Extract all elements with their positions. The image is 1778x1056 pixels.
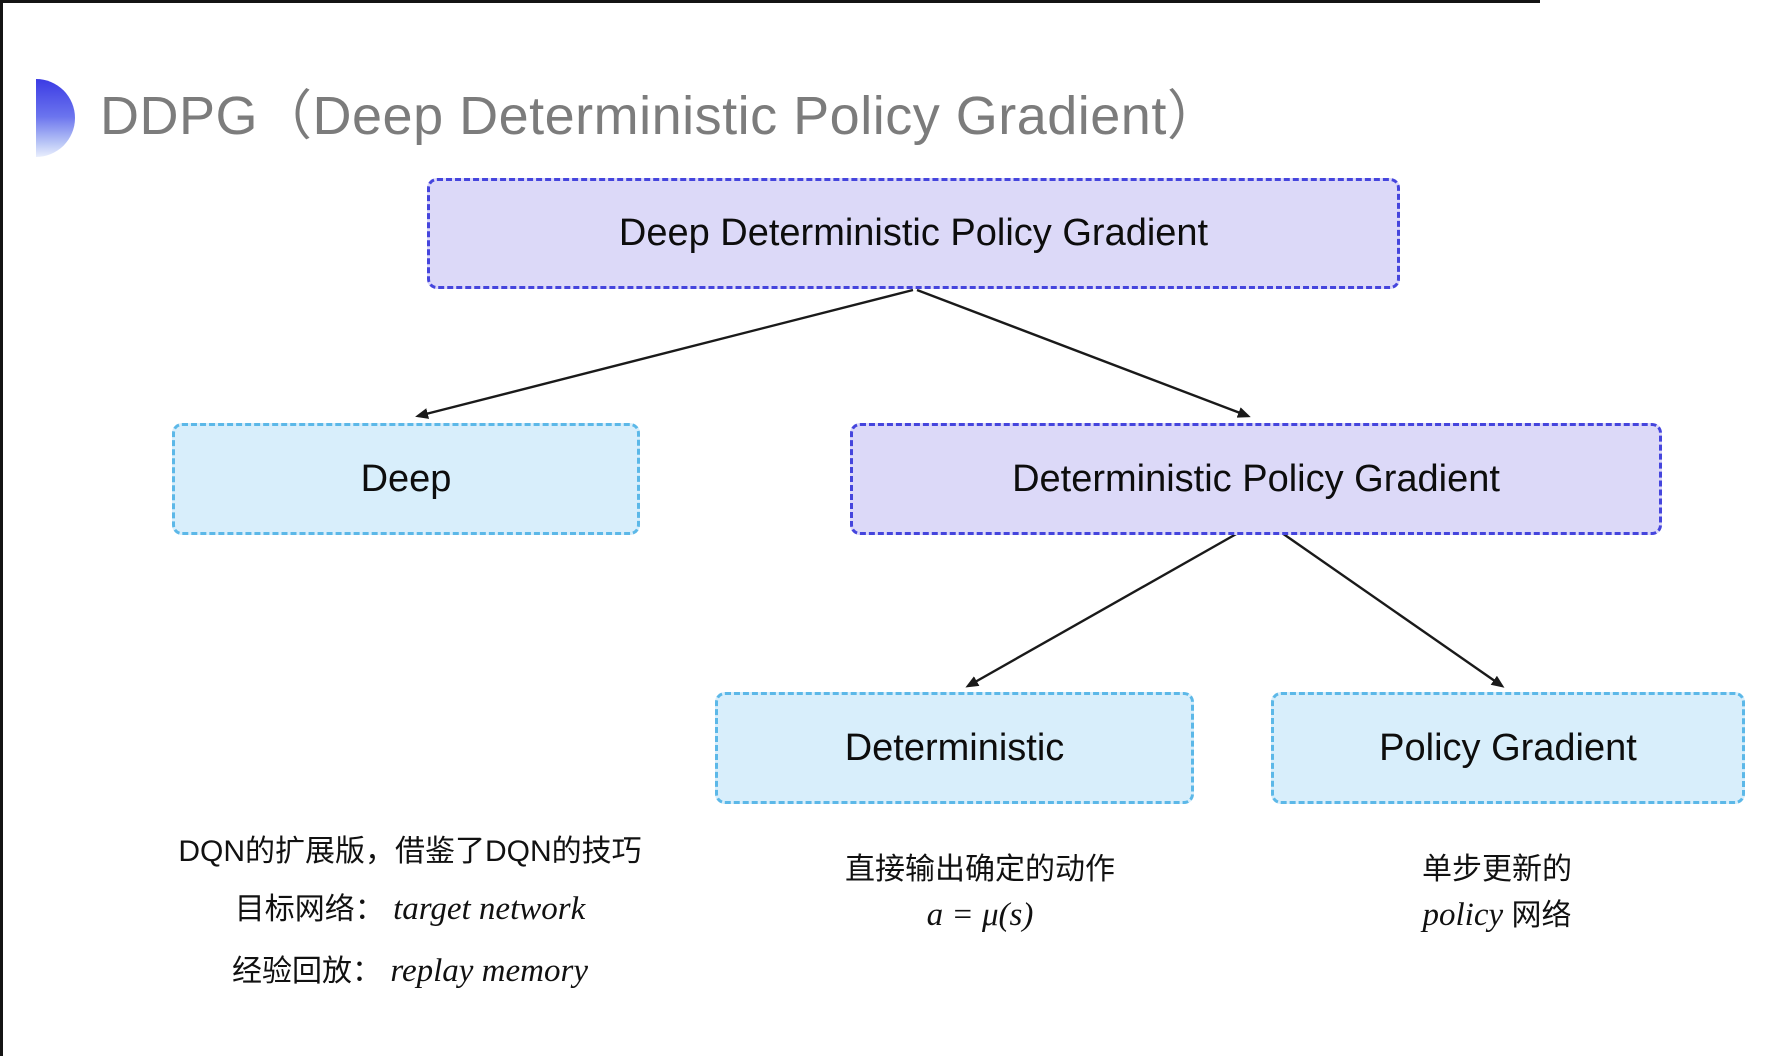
node-deterministic: Deterministic <box>715 692 1194 804</box>
slide-top-edge-line <box>0 0 1540 3</box>
arrow-ddpg-to-dpg <box>916 288 1251 418</box>
annotation-policy-gradient-line2-suffix: 网络 <box>1503 899 1572 932</box>
annotation-deterministic: 直接输出确定的动作 a = μ(s) <box>745 850 1215 935</box>
annotation-deep: DQN的扩展版，借鉴了DQN的技巧 目标网络： target network 经… <box>120 832 700 992</box>
annotation-deep-line1: DQN的扩展版，借鉴了DQN的技巧 <box>178 835 642 868</box>
annotation-policy-gradient-line2-term: policy <box>1422 897 1504 933</box>
node-label: Deep <box>360 457 452 500</box>
node-label: Policy Gradient <box>1379 726 1637 769</box>
node-label: Deterministic <box>844 726 1065 769</box>
annotation-policy-gradient-line1: 单步更新的 <box>1422 853 1572 886</box>
node-label: Deep Deterministic Policy Gradient <box>618 212 1209 254</box>
half-circle-bullet-icon <box>36 79 75 157</box>
annotation-deep-line2-label: 目标网络： <box>234 893 385 926</box>
annotation-policy-gradient-line2: policy 网络 <box>1262 895 1732 936</box>
page-title: DDPG（Deep Deterministic Policy Gradient） <box>100 86 1222 146</box>
annotation-deep-line2-term: target network <box>393 891 586 927</box>
annotation-deep-line2: 目标网络： target network <box>120 889 700 930</box>
node-label: Deterministic Policy Gradient <box>1012 457 1500 500</box>
node-deterministic-policy-gradient: Deterministic Policy Gradient <box>850 423 1662 535</box>
annotation-deterministic-line1: 直接输出确定的动作 <box>845 853 1115 886</box>
arrow-dpg-to-deterministic <box>965 531 1239 688</box>
arrow-dpg-to-policy-gradient <box>1281 532 1505 688</box>
annotation-deep-line3-term: replay memory <box>390 953 588 989</box>
annotation-deep-line3-label: 经验回放： <box>232 955 382 988</box>
node-policy-gradient: Policy Gradient <box>1271 692 1745 804</box>
annotation-deterministic-formula: a = μ(s) <box>926 897 1034 933</box>
arrow-ddpg-to-deep <box>415 288 914 419</box>
node-deep-deterministic-policy-gradient: Deep Deterministic Policy Gradient <box>427 178 1400 289</box>
annotation-policy-gradient: 单步更新的 policy 网络 <box>1262 850 1732 936</box>
slide-left-edge-line <box>0 0 3 1056</box>
node-deep: Deep <box>172 423 640 535</box>
annotation-deep-line3: 经验回放： replay memory <box>120 951 700 992</box>
